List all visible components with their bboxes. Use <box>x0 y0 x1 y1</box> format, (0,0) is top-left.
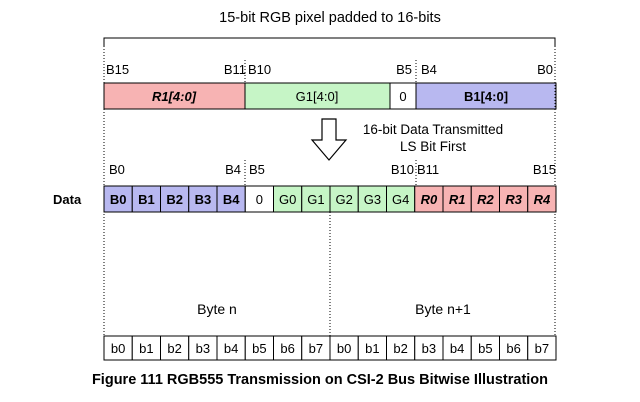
byte-bit-cell <box>160 335 190 361</box>
pixel-field-blue <box>415 82 557 110</box>
data-cell-label: B3 <box>195 192 212 207</box>
byte-bit-label: b4 <box>450 341 464 356</box>
pixel-bit-label-b0: B0 <box>537 62 553 77</box>
data-cell <box>103 185 133 213</box>
data-row-label: Data <box>53 192 82 207</box>
arrow-text-line2: LS Bit First <box>400 139 466 154</box>
pixel-field-pad-label: 0 <box>399 89 406 104</box>
data-bit-label-b5: B5 <box>249 162 265 177</box>
data-cell <box>414 185 444 213</box>
byte-bit-label: b2 <box>167 341 181 356</box>
byte-label-n: Byte n <box>197 301 237 317</box>
transmit-arrow-icon <box>310 118 348 161</box>
byte-bit-cell <box>131 335 161 361</box>
data-cell-label: R3 <box>505 192 522 207</box>
data-cell-label: G1 <box>307 192 324 207</box>
data-cell <box>160 185 190 213</box>
byte-bit-label: b0 <box>337 341 351 356</box>
pixel-bit-label-b4: B4 <box>421 62 437 77</box>
diagram-title: 15-bit RGB pixel padded to 16-bits <box>219 10 441 26</box>
byte-bit-label: b6 <box>506 341 520 356</box>
byte-bit-cell <box>527 335 557 361</box>
pixel-field-green <box>244 82 391 110</box>
pixel-bit-label-b10: B10 <box>248 62 271 77</box>
data-cell-label: G4 <box>392 192 409 207</box>
data-bit-label-b0: B0 <box>109 162 125 177</box>
byte-bit-label: b7 <box>309 341 323 356</box>
pixel-field-red <box>103 82 246 110</box>
data-cell-label: R1 <box>449 192 466 207</box>
byte-bit-cell <box>470 335 500 361</box>
data-bit-label-b4: B4 <box>225 162 241 177</box>
byte-bit-label: b5 <box>478 341 492 356</box>
data-cell <box>131 185 161 213</box>
data-cell <box>386 185 416 213</box>
data-cell-label: G0 <box>279 192 296 207</box>
pixel-field-green-label: G1[4:0] <box>296 89 339 104</box>
data-cell <box>499 185 529 213</box>
pixel-field-pad <box>389 82 417 110</box>
data-cell <box>273 185 303 213</box>
byte-bit-label: b1 <box>139 341 153 356</box>
title-brace <box>103 37 556 46</box>
byte-bit-cell <box>442 335 472 361</box>
byte-bit-cell <box>301 335 331 361</box>
data-cell-label: B4 <box>223 192 240 207</box>
data-cell-label: 0 <box>256 192 263 207</box>
byte-bit-cell <box>329 335 359 361</box>
byte-bit-label: b0 <box>111 341 125 356</box>
byte-label-n-plus-1: Byte n+1 <box>415 301 471 317</box>
data-cell <box>301 185 331 213</box>
byte-bit-cell <box>499 335 529 361</box>
data-cells: B0 B1 B2 B3 B4 0 G0 G1 G2 G3 G4 R0 R1 R2 R3 R4 <box>103 185 557 213</box>
byte-bit-cell <box>386 335 416 361</box>
byte-bit-label: b3 <box>422 341 436 356</box>
data-cell-label: R4 <box>534 192 551 207</box>
byte-bit-label: b1 <box>365 341 379 356</box>
data-cell <box>188 185 218 213</box>
data-cell <box>527 185 557 213</box>
data-bit-label-b10: B10 <box>391 162 414 177</box>
byte-bit-cells: b0 b1 b2 b3 b4 b5 b6 b7 b0 b1 b2 b3 b4 b5 b6 b7 <box>103 335 557 361</box>
data-cell <box>442 185 472 213</box>
data-bit-label-b11: B11 <box>417 162 439 177</box>
data-cell-label: G3 <box>364 192 381 207</box>
byte-bit-cell <box>244 335 274 361</box>
figure-caption: Figure 111 RGB555 Transmission on CSI-2 … <box>91 372 549 388</box>
data-cell-label: B1 <box>138 192 155 207</box>
pixel-bit-label-b15: B15 <box>106 62 129 77</box>
data-cell <box>216 185 246 213</box>
pixel-field-red-label: R1[4:0] <box>152 89 197 104</box>
byte-bit-label: b2 <box>393 341 407 356</box>
byte-bit-label: b4 <box>224 341 238 356</box>
pixel-field-blue-label: B1[4:0] <box>464 89 508 104</box>
data-cell-label: R2 <box>477 192 494 207</box>
byte-bit-label: b5 <box>252 341 266 356</box>
byte-bit-label: b6 <box>280 341 294 356</box>
pixel-bit-label-b11: B11 <box>224 62 246 77</box>
data-cell <box>470 185 500 213</box>
data-cell-label: B2 <box>166 192 183 207</box>
data-cell-label: G2 <box>335 192 352 207</box>
data-cell-label: B0 <box>110 192 127 207</box>
data-cell <box>329 185 359 213</box>
data-bit-label-b15: B15 <box>533 162 556 177</box>
pixel-bit-label-b5: B5 <box>396 62 412 77</box>
byte-bit-label: b3 <box>196 341 210 356</box>
byte-bit-label: b7 <box>535 341 549 356</box>
byte-bit-cell <box>414 335 444 361</box>
arrow-text-line1: 16-bit Data Transmitted <box>363 122 503 137</box>
data-cell-label: R0 <box>421 192 438 207</box>
